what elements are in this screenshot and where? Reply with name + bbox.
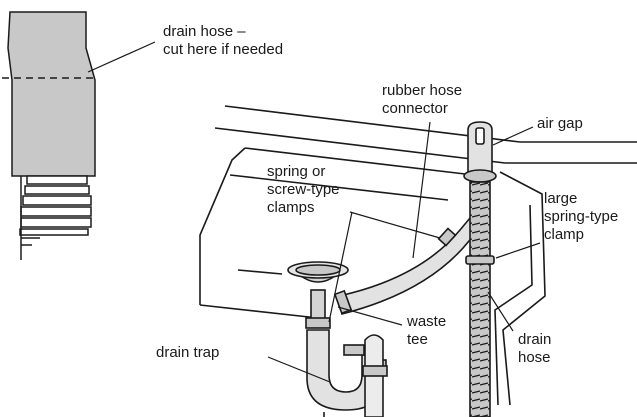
leader-drain-hose <box>487 291 514 332</box>
label-air-gap-text: air gap <box>537 115 583 132</box>
leader-drain-hose-cut <box>87 41 156 73</box>
label-drain-hose-cut-line2: cut here if needed <box>163 41 284 58</box>
drain-trap <box>305 317 388 417</box>
leader-spring-clamp-a <box>349 211 441 239</box>
leader-waste-tee <box>337 306 403 326</box>
leader-air-gap <box>492 126 534 146</box>
label-rubber-hose-line1: rubber hose <box>382 82 463 99</box>
label-drain-hose: drain hose <box>518 331 551 367</box>
label-large-clamp-line1: large <box>544 190 578 207</box>
sink-strainer <box>287 261 349 323</box>
label-spring-clamps-line3: clamps <box>267 199 315 216</box>
label-large-clamp-line2: spring-type <box>544 208 619 225</box>
leader-rubber-hose <box>412 121 431 259</box>
label-drain-hose-cut-line1: drain hose – <box>163 23 246 40</box>
label-waste-tee-line2: tee <box>407 331 428 348</box>
label-spring-clamps-line1: spring or <box>267 163 326 180</box>
label-drain-hose-cut: drain hose – cut here if needed <box>163 23 283 59</box>
label-drain-hose-line2: hose <box>518 349 551 366</box>
label-large-clamp-line3: clamp <box>544 226 585 243</box>
leader-spring-clamp-b <box>328 211 353 323</box>
large-clamp-icon <box>465 255 495 265</box>
label-waste-tee: waste tee <box>407 313 446 349</box>
label-drain-trap-text: drain trap <box>156 344 220 361</box>
leader-drain-trap <box>267 356 331 383</box>
label-spring-clamps-line2: screw-type <box>267 181 340 198</box>
label-spring-clamps: spring or screw-type clamps <box>267 163 340 217</box>
label-large-spring-clamp: large spring-type clamp <box>544 190 618 244</box>
leader-lines <box>267 121 541 383</box>
label-rubber-hose-connector: rubber hose connector <box>382 82 462 118</box>
drain-hose-end <box>2 11 98 260</box>
label-waste-tee-line1: waste <box>407 313 447 330</box>
drain-hose-vertical <box>465 181 495 417</box>
label-rubber-hose-line2: connector <box>382 100 448 117</box>
label-air-gap: air gap <box>537 115 583 133</box>
label-drain-trap: drain trap <box>156 344 219 362</box>
label-drain-hose-line1: drain <box>518 331 552 348</box>
air-gap <box>463 121 497 183</box>
sink-basin <box>199 147 546 406</box>
rubber-hose-connector <box>333 216 482 315</box>
leader-large-clamp <box>495 242 541 259</box>
